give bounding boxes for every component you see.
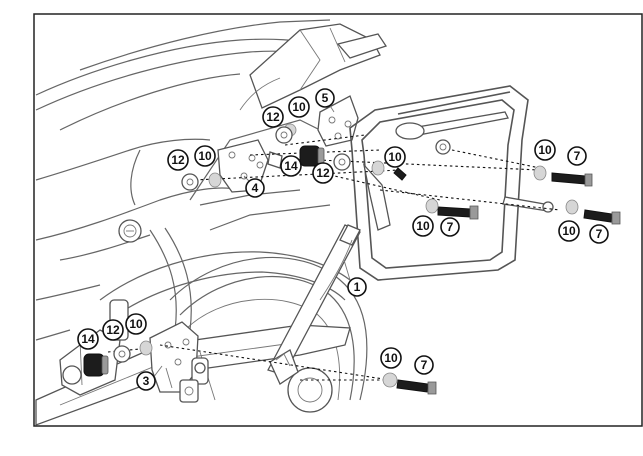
svg-text:12: 12 — [316, 166, 330, 180]
svg-text:10: 10 — [562, 224, 576, 238]
callout-10: 10 — [412, 215, 434, 237]
svg-text:10: 10 — [292, 100, 306, 114]
callout-14: 14 — [77, 328, 99, 350]
washer-icon — [208, 172, 222, 188]
callout-1: 1 — [347, 277, 367, 297]
svg-text:10: 10 — [384, 351, 398, 365]
svg-text:10: 10 — [129, 317, 143, 331]
svg-text:7: 7 — [596, 227, 603, 241]
callout-10: 10 — [558, 220, 580, 242]
washer-icon — [425, 198, 439, 214]
svg-text:4: 4 — [252, 181, 259, 195]
spacer-icon — [83, 353, 109, 377]
svg-text:10: 10 — [416, 219, 430, 233]
svg-text:10: 10 — [198, 149, 212, 163]
guide-lines — [107, 134, 561, 381]
callout-10: 10 — [125, 313, 147, 335]
callout-7: 7 — [440, 217, 460, 237]
bolt-icon — [396, 379, 437, 395]
bolt-icon — [551, 172, 593, 187]
callout-7: 7 — [567, 146, 587, 166]
nut-icon — [333, 153, 351, 171]
bolt-icon — [583, 209, 621, 225]
callout-10: 10 — [288, 96, 310, 118]
callout-10: 10 — [380, 347, 402, 369]
svg-text:3: 3 — [143, 374, 150, 388]
callout-10: 10 — [534, 139, 556, 161]
svg-text:12: 12 — [106, 323, 120, 337]
nut-icon — [113, 345, 131, 363]
nut-icon — [181, 173, 199, 191]
callout-4: 4 — [245, 178, 265, 198]
callout-14: 14 — [280, 155, 302, 177]
callout-12: 12 — [262, 106, 284, 128]
svg-text:7: 7 — [447, 220, 454, 234]
fasteners — [83, 123, 621, 395]
callout-7: 7 — [589, 224, 609, 244]
top-bracket — [317, 95, 359, 147]
callout-7: 7 — [414, 355, 434, 375]
washer-icon — [565, 199, 579, 215]
spacer-icon — [299, 145, 325, 167]
washer-icon — [382, 372, 398, 388]
callout-12: 12 — [102, 319, 124, 341]
washer-icon — [533, 165, 547, 181]
svg-text:5: 5 — [322, 91, 329, 105]
svg-text:10: 10 — [538, 143, 552, 157]
callout-3: 3 — [136, 371, 156, 391]
callout-12: 12 — [312, 162, 334, 184]
svg-text:10: 10 — [388, 150, 402, 164]
svg-text:7: 7 — [421, 358, 428, 372]
washer-icon — [371, 160, 385, 176]
svg-text:14: 14 — [284, 159, 298, 173]
svg-text:14: 14 — [81, 332, 95, 346]
bolt-icon — [437, 205, 479, 220]
callout-10: 10 — [194, 145, 216, 167]
side-case-frame — [267, 85, 554, 385]
lower-bracket — [149, 321, 209, 403]
svg-text:1: 1 — [354, 280, 361, 294]
callout-10: 10 — [384, 146, 406, 168]
nut-icon — [275, 126, 293, 144]
callout-12: 12 — [167, 149, 189, 171]
svg-text:7: 7 — [574, 149, 581, 163]
callout-5: 5 — [315, 88, 335, 108]
washer-icon — [139, 340, 153, 356]
svg-text:12: 12 — [266, 110, 280, 124]
svg-text:12: 12 — [171, 153, 185, 167]
